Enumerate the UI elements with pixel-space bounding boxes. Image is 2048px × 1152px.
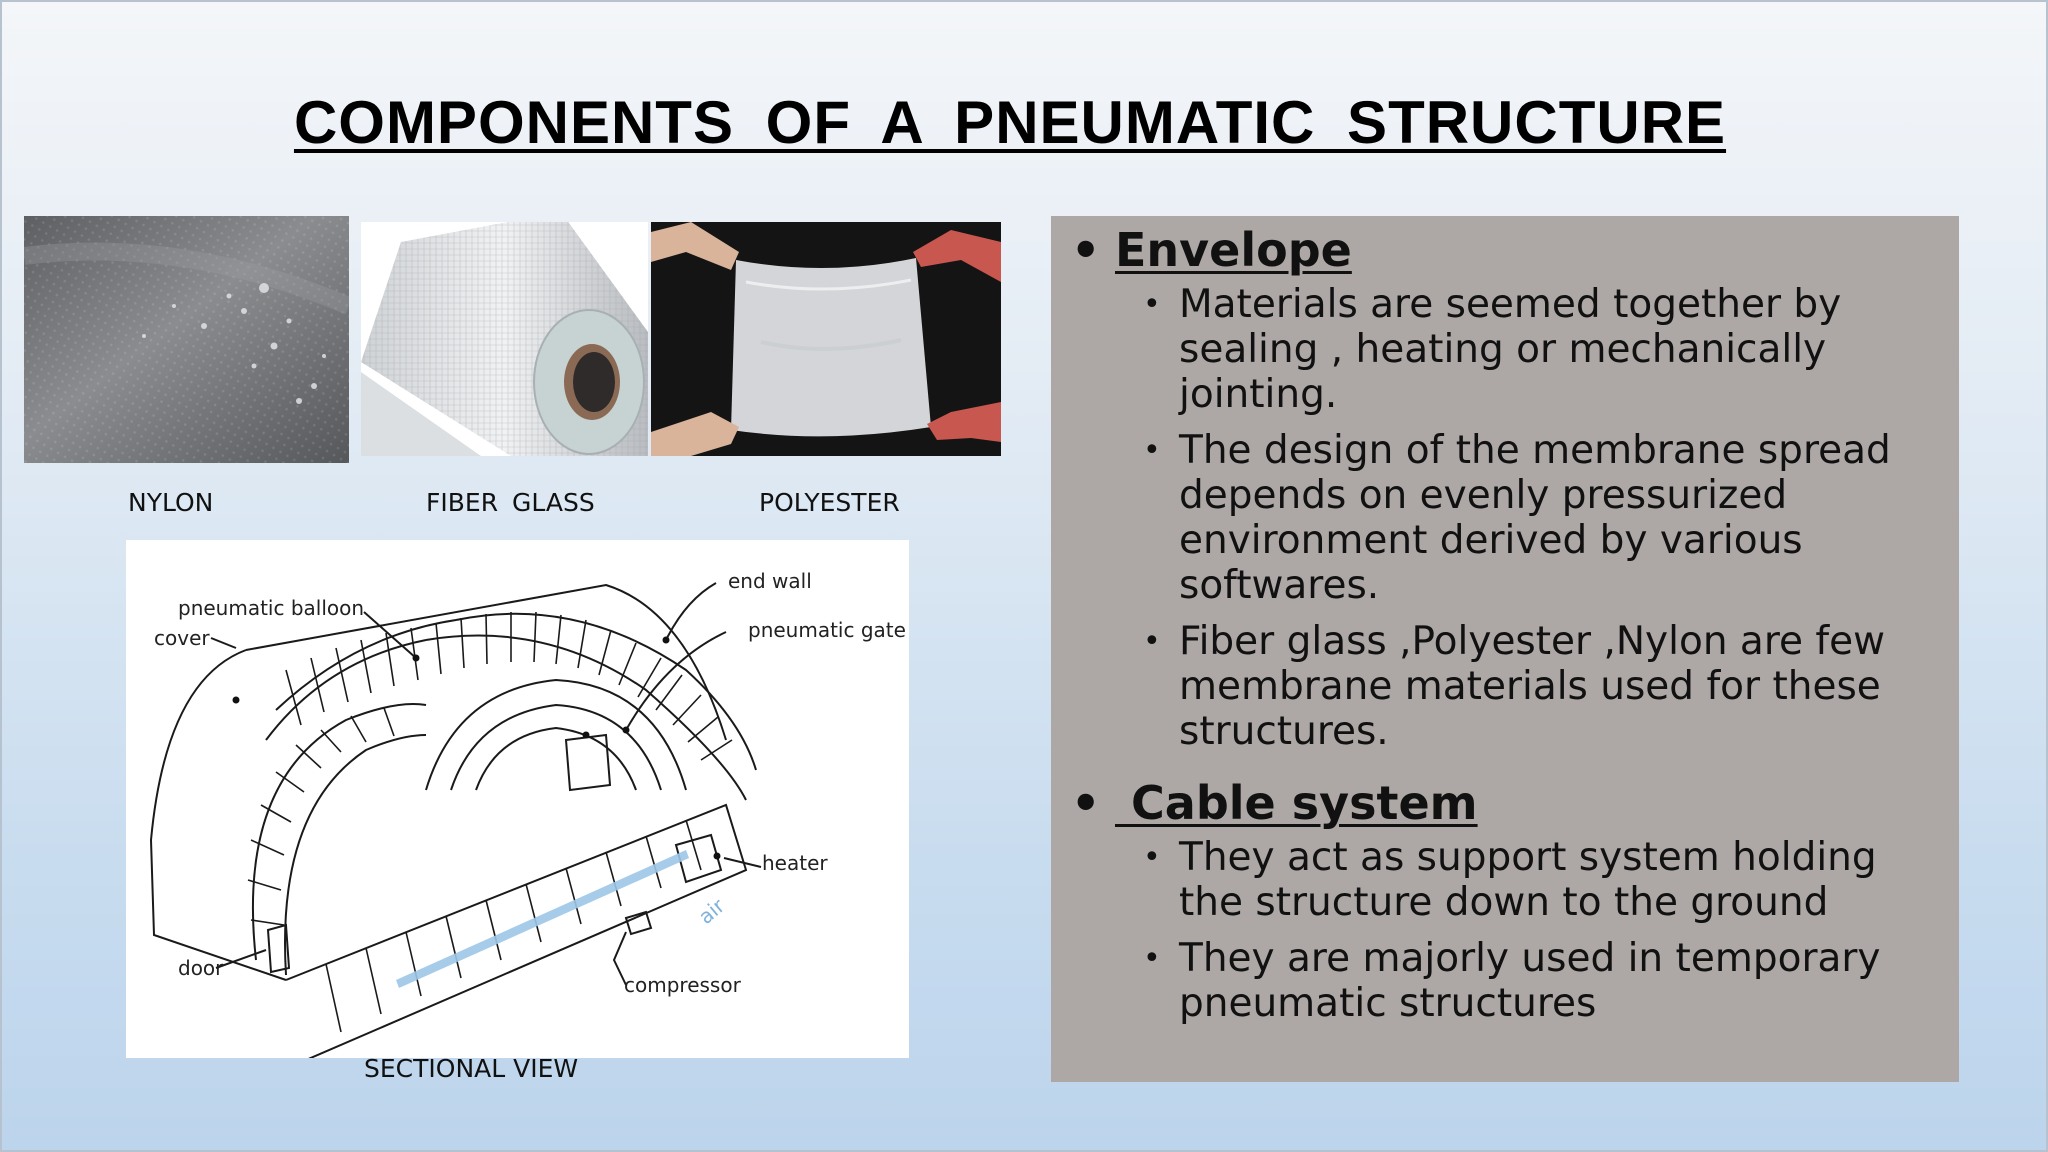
envelope-section: • Envelope • Materials are seemed together… <box>1065 220 1949 765</box>
nylon-fabric-photo <box>24 216 349 463</box>
label-cover: cover <box>154 626 210 650</box>
envelope-heading: • Envelope <box>1065 220 1949 280</box>
point-text: Materials are seemed together by sealing… <box>1179 282 1842 417</box>
label-air: air <box>694 893 730 929</box>
polyester-caption: POLYESTER <box>759 488 900 517</box>
cable-system-heading: • Cable system <box>1065 773 1949 833</box>
sectional-view-diagram: pneumatic balloon cover end wall pneumat… <box>126 540 909 1058</box>
bullet: • <box>1071 223 1101 277</box>
bullet: • <box>1143 433 1161 468</box>
components-text-panel: • Envelope • Materials are seemed together… <box>1051 216 1959 1082</box>
cable-system-section: • Cable system • They act as support syst… <box>1065 773 1949 1037</box>
bullet: • <box>1143 287 1161 322</box>
point-text: Fiber glass ,Polyester ,Nylon are few me… <box>1179 619 1886 754</box>
slide-title: COMPONENTS OF A PNEUMATIC STRUCTURE <box>293 89 1727 156</box>
point-text: They are majorly used in temporary pneum… <box>1179 936 1881 1026</box>
bullet: • <box>1143 840 1161 875</box>
list-item: • Materials are seemed together by sealin… <box>1065 282 1949 417</box>
list-item: • They are majorly used in temporary pneu… <box>1065 936 1949 1026</box>
label-compressor: compressor <box>624 973 742 997</box>
label-pneumatic-gate: pneumatic gate <box>748 618 906 642</box>
label-pneumatic-balloon: pneumatic balloon <box>178 596 364 620</box>
list-item: • The design of the membrane spread depen… <box>1065 428 1949 608</box>
label-heater: heater <box>762 851 828 875</box>
fiberglass-roll-photo <box>361 222 648 456</box>
point-text: The design of the membrane spread depend… <box>1179 428 1891 608</box>
bullet: • <box>1143 624 1161 659</box>
polyester-sheet-photo <box>651 222 1001 456</box>
fiber-glass-caption: FIBER GLASS <box>426 488 595 517</box>
list-item: • Fiber glass ,Polyester ,Nylon are few m… <box>1065 619 1949 754</box>
nylon-caption: NYLON <box>128 488 214 517</box>
point-text: They act as support system holding the s… <box>1179 835 1877 925</box>
bullet: • <box>1071 776 1101 830</box>
label-end-wall: end wall <box>728 569 812 593</box>
envelope-heading-text: Envelope <box>1115 223 1352 277</box>
bullet: • <box>1143 941 1161 976</box>
list-item: • They act as support system holding the … <box>1065 835 1949 925</box>
sectional-view-caption: SECTIONAL VIEW <box>364 1054 579 1083</box>
cable-system-heading-text: Cable system <box>1115 776 1478 830</box>
label-door: door <box>178 956 224 980</box>
